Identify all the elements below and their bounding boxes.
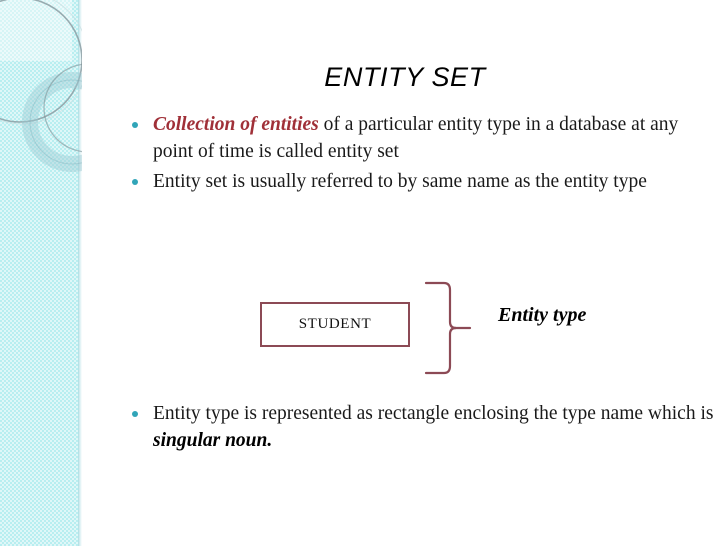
bullet-text: of a particular entity type in a databas… bbox=[153, 114, 679, 162]
list-item: Collection of entities of a particular e… bbox=[126, 111, 704, 165]
entity-type-callout-label: Entity type bbox=[498, 304, 587, 326]
sidebar-edge-divider bbox=[78, 0, 82, 546]
entity-rectangle: STUDENT bbox=[260, 302, 410, 347]
bullet-dot-icon bbox=[132, 122, 138, 128]
entity-type-diagram: STUDENT Entity type bbox=[255, 278, 655, 383]
bullet-list-bottom: Entity type is represented as rectangle … bbox=[126, 400, 714, 457]
bullet-dot-icon bbox=[132, 411, 138, 417]
bullet-text: Entity set is usually referred to by sam… bbox=[153, 171, 647, 192]
list-item: Entity type is represented as rectangle … bbox=[126, 400, 714, 454]
list-item: Entity set is usually referred to by sam… bbox=[126, 168, 704, 195]
page-title: ENTITY SET bbox=[324, 62, 486, 92]
bullet-text: Entity type is represented as rectangle … bbox=[153, 403, 714, 424]
bullet-dot-icon bbox=[132, 179, 138, 185]
entity-rectangle-label: STUDENT bbox=[298, 316, 372, 332]
bullet-emphasis: Collection of entities bbox=[153, 114, 319, 135]
curly-brace-icon bbox=[424, 281, 472, 375]
sidebar-top-patch bbox=[0, 0, 72, 61]
bullet-emphasis: singular noun. bbox=[153, 430, 273, 451]
sidebar-decoration bbox=[0, 0, 78, 546]
bullet-list-top: Collection of entities of a particular e… bbox=[126, 111, 704, 198]
